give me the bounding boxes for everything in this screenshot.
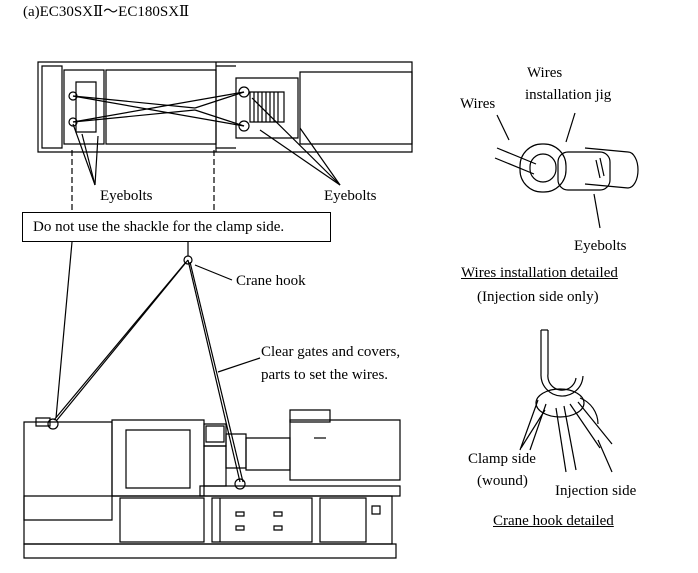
machine-side-view [24,410,400,558]
crane-hook-label: Crane hook [236,273,306,289]
wires-jig-label-line1: Wires [527,65,563,81]
crane-hook-detail [520,330,612,472]
wires-jig-label-line2: installation jig [525,87,612,103]
wires-label: Wires [460,96,496,112]
note-box: Do not use the shackle for the clamp sid… [22,212,331,242]
injection-side-label: Injection side [555,483,637,499]
clamp-side-label-line2: (wound) [477,473,528,489]
clamp-side-label-line1: Clamp side [468,451,536,467]
clear-gates-label-line2: parts to set the wires. [261,367,389,383]
hook-detail-caption: Crane hook detailed [493,513,614,529]
wires-installation-detail [495,113,638,228]
clear-gates-label-line1: Clear gates and covers, [261,344,401,360]
eyebolts-label-right: Eyebolts [324,188,377,204]
crane-hook [184,242,192,264]
note-text: Do not use the shackle for the clamp sid… [33,219,285,235]
wires-detail-caption: Wires installation detailed [461,265,618,281]
figure-title: (a)EC30SXⅡ～EC180SXⅡ [23,4,190,20]
machine-top-view [38,62,412,152]
detail-eyebolts-label: Eyebolts [574,238,627,254]
wires-detail-subcaption: (Injection side only) [477,289,599,305]
eyebolts-label-left: Eyebolts [100,188,153,204]
